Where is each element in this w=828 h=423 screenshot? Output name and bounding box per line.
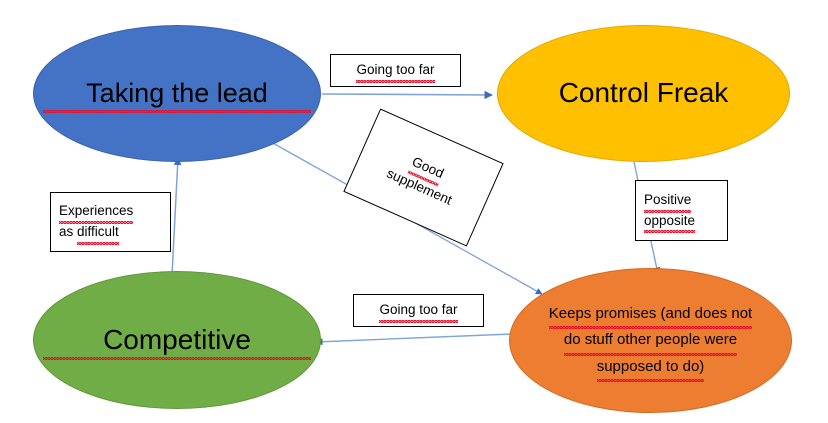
node-keeps-promises-line-3: supposed to do)	[596, 354, 704, 383]
node-competitive-label: Competitive	[42, 322, 312, 361]
node-control-freak[interactable]: Control Freak	[497, 25, 790, 162]
edge-label-experiences-difficult-word: difficult	[77, 222, 119, 245]
node-taking-the-lead-label: Taking the lead	[42, 76, 312, 113]
edge-label-going-too-far-bottom-text: Going too far	[379, 300, 458, 323]
edge-label-good-supplement[interactable]: Good supplement	[343, 108, 504, 247]
edge-label-going-too-far-top[interactable]: Going too far	[330, 54, 461, 87]
node-keeps-promises-line-1: Keeps promises (and does not	[548, 301, 753, 330]
edge-label-positive-opposite-line-1: Positive	[644, 190, 692, 213]
node-keeps-promises-line-2: do stuff other people were	[563, 327, 738, 356]
edge-label-experiences-line-2: as difficult	[59, 224, 119, 245]
connector-lead-to-control-freak	[321, 90, 493, 100]
edge-label-positive-opposite-text: Positive opposite	[644, 190, 696, 234]
node-taking-the-lead[interactable]: Taking the lead	[33, 25, 321, 162]
edge-label-experiences-line-1: Experiences	[59, 201, 134, 224]
edge-label-positive-opposite-line-2: opposite	[644, 211, 696, 234]
edge-label-positive-opposite[interactable]: Positive opposite	[635, 180, 728, 241]
node-keeps-promises[interactable]: Keeps promises (and does not do stuff ot…	[509, 268, 792, 413]
node-control-freak-label: Control Freak	[558, 77, 729, 109]
node-competitive[interactable]: Competitive	[33, 271, 321, 409]
edge-label-experiences-as-difficult-text: Experiences as difficult	[59, 201, 134, 245]
edge-label-experiences-as-difficult[interactable]: Experiences as difficult	[50, 192, 171, 252]
edge-label-going-too-far-top-text: Going too far	[356, 60, 435, 83]
connector-competitive-to-lead	[171, 157, 182, 276]
edge-label-good-supplement-text: Good supplement	[383, 145, 463, 210]
connector-keeps-promises-to-competitive	[315, 333, 513, 346]
edge-label-going-too-far-bottom[interactable]: Going too far	[353, 294, 484, 327]
node-keeps-promises-label: Keeps promises (and does not do stuff ot…	[527, 301, 774, 383]
